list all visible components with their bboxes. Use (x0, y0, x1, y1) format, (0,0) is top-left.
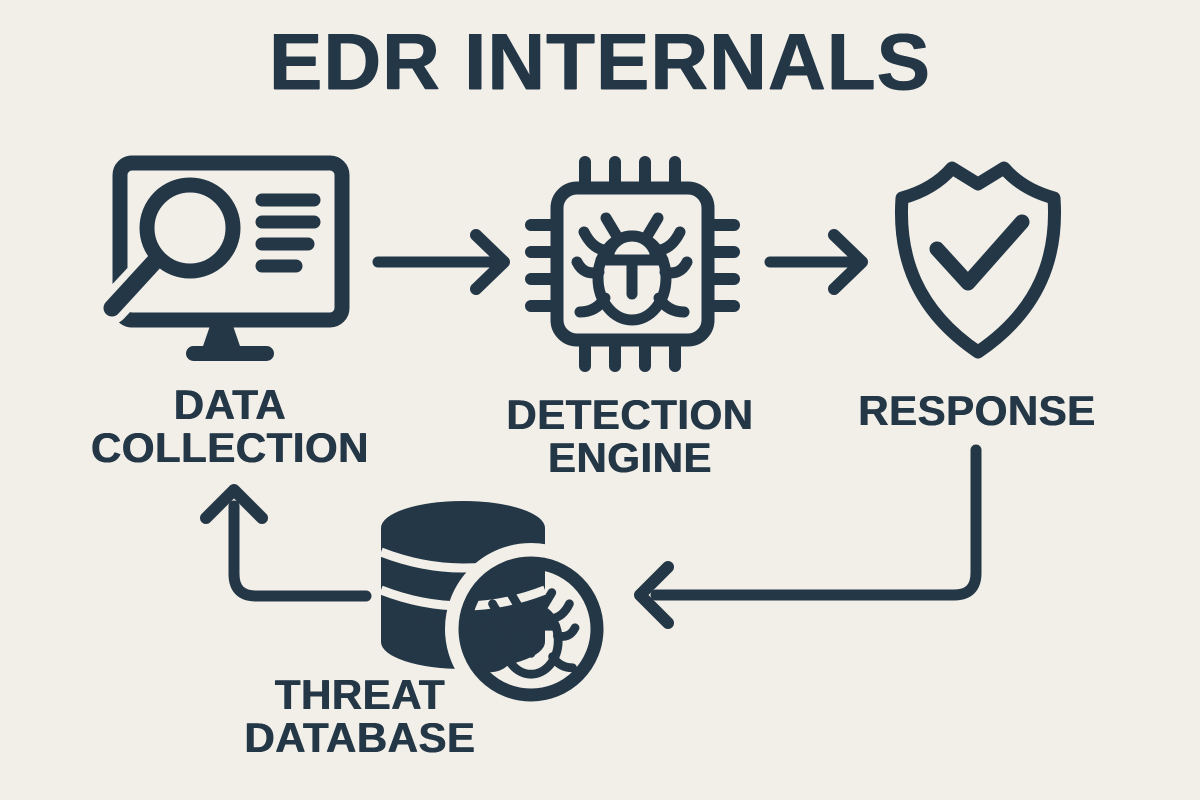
arrow-collection-to-detection (372, 229, 510, 295)
label-line: DETECTION (506, 391, 754, 438)
label-line: ENGINE (547, 434, 713, 481)
label-response: RESPONSE (797, 389, 1157, 432)
database-bug-icon (379, 501, 617, 715)
label-data-collection: DATA COLLECTION (40, 383, 420, 469)
chip-bug-icon (525, 156, 740, 372)
monitor-search-icon (96, 155, 350, 361)
label-line: DATABASE (244, 714, 476, 761)
label-threat-database: THREAT DATABASE (180, 673, 540, 759)
arrow-detection-to-response (764, 229, 868, 295)
shield-check-icon (894, 161, 1062, 359)
label-detection-engine: DETECTION ENGINE (450, 393, 810, 479)
label-line: COLLECTION (91, 424, 369, 471)
page-title: EDR INTERNALS (269, 17, 931, 106)
label-line: RESPONSE (858, 387, 1096, 434)
label-line: THREAT (274, 671, 446, 718)
arrow-database-to-collection (200, 484, 372, 602)
label-line: DATA (173, 381, 287, 428)
